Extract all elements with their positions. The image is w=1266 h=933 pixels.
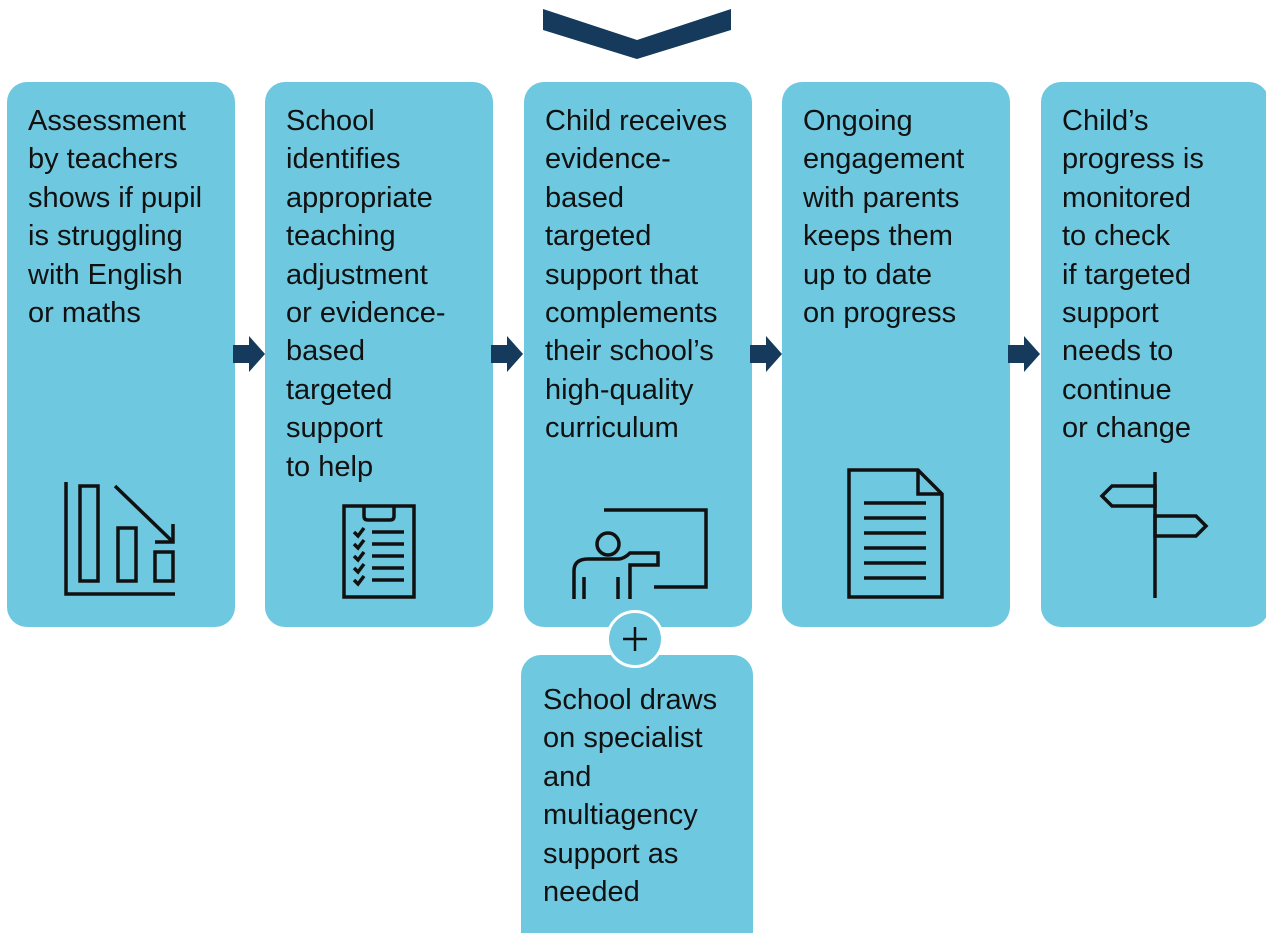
right-arrow-icon: [1008, 336, 1040, 372]
teacher-at-board-icon: [572, 508, 708, 599]
step-card-identify: School identifies appropriate teaching a…: [265, 82, 493, 627]
extra-support-card: School draws on specialist and multiagen…: [521, 655, 753, 933]
step-card-progress-monitoring: Child’s progress is monitored to check i…: [1041, 82, 1266, 627]
signpost-icon: [1099, 472, 1209, 598]
step-card-receives-support: Child receives evidence- based targeted …: [524, 82, 752, 627]
down-chevron-icon: [543, 9, 731, 59]
step-text: Child’s progress is monitored to check i…: [1062, 105, 1204, 445]
declining-bar-chart-icon: [64, 482, 175, 596]
step-text: School identifies appropriate teaching a…: [286, 105, 446, 483]
step-text: Assessment by teachers shows if pupil is…: [28, 105, 203, 330]
step-text: Child receives evidence- based targeted …: [545, 105, 728, 445]
step-card-assessment: Assessment by teachers shows if pupil is…: [7, 82, 235, 627]
right-arrow-icon: [750, 336, 782, 372]
step-card-parent-engagement: Ongoing engagement with parents keeps th…: [782, 82, 1010, 627]
right-arrow-icon: [233, 336, 265, 372]
right-arrow-icon: [491, 336, 523, 372]
clipboard-checklist-icon: [342, 504, 416, 599]
document-icon: [847, 468, 944, 599]
step-text: Ongoing engagement with parents keeps th…: [803, 105, 965, 330]
plus-icon: [623, 627, 647, 651]
extra-support-text: School draws on specialist and multiagen…: [543, 684, 718, 909]
plus-badge: [606, 610, 664, 668]
